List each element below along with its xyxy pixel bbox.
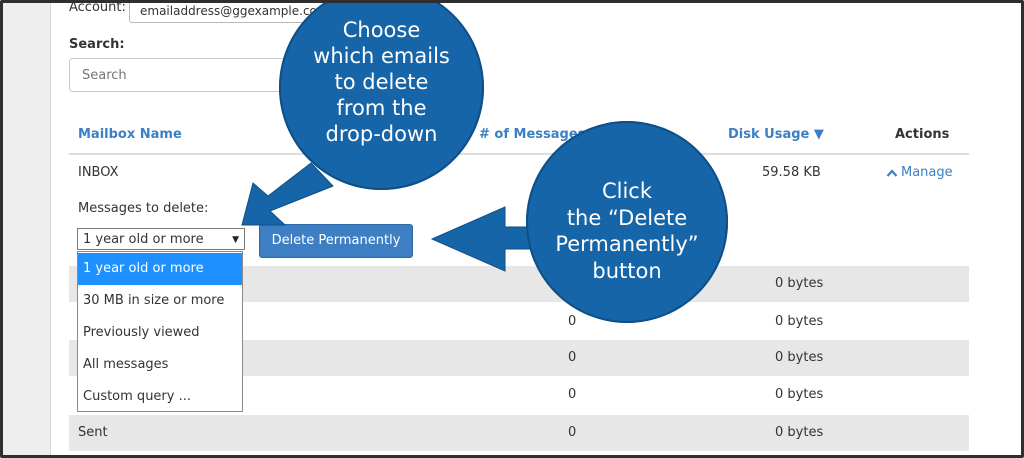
- column-header-messages[interactable]: # of Messages: [479, 127, 586, 142]
- messages-to-delete-label: Messages to delete:: [78, 201, 209, 216]
- search-label: Search:: [69, 37, 125, 52]
- disk-usage-value: 59.58 KB: [762, 165, 821, 180]
- disk-usage-value: 0 bytes: [775, 314, 824, 329]
- disk-usage-value: 0 bytes: [775, 276, 824, 291]
- select-value: 1 year old or more: [83, 232, 204, 247]
- disk-usage-value: 0 bytes: [775, 350, 824, 365]
- mailbox-name: Sent: [78, 425, 108, 440]
- callout-line: Permanently”: [555, 232, 699, 256]
- message-count: 0: [568, 350, 577, 365]
- callout-click-delete: Click the “Delete Permanently” button: [526, 121, 728, 323]
- dropdown-option[interactable]: 1 year old or more: [78, 253, 242, 285]
- table-row: 0 0 bytes: [69, 304, 969, 340]
- message-count: 0: [568, 387, 577, 402]
- messages-to-delete-dropdown: 1 year old or more 30 MB in size or more…: [77, 251, 243, 412]
- manage-label: Manage: [901, 165, 953, 180]
- manage-link[interactable]: Manage: [886, 155, 953, 191]
- message-count: 0: [568, 314, 577, 329]
- callout-line: button: [592, 259, 662, 283]
- dropdown-option[interactable]: All messages: [83, 357, 169, 372]
- search-input[interactable]: [69, 58, 294, 92]
- account-label: Account:: [69, 0, 126, 15]
- callout-choose-emails: Choose which emails to delete from the d…: [279, 3, 484, 190]
- callout-arrows: [241, 162, 532, 272]
- email-disk-usage-panel: Account: emailaddress@ggexample.com Sear…: [51, 3, 1021, 455]
- column-header-actions: Actions: [895, 127, 950, 142]
- callout-line: Click: [601, 179, 653, 203]
- chevron-up-icon: [886, 168, 898, 177]
- callout-line: the “Delete: [566, 206, 688, 230]
- account-select[interactable]: emailaddress@ggexample.com: [129, 3, 356, 23]
- triangle-down-icon: ▼: [232, 235, 239, 245]
- delete-permanently-button[interactable]: Delete Permanently: [259, 224, 413, 258]
- header-divider: [69, 153, 969, 155]
- arrow-to-dropdown: [241, 162, 334, 226]
- column-header-disk-usage[interactable]: Disk Usage ▼: [728, 127, 824, 142]
- callout-line: Choose: [342, 18, 421, 42]
- disk-usage-value: 0 bytes: [775, 387, 824, 402]
- column-header-mailbox-name[interactable]: Mailbox Name: [78, 127, 182, 142]
- messages-to-delete-select[interactable]: 1 year old or more ▼: [77, 228, 245, 250]
- disk-usage-value: 0 bytes: [775, 425, 824, 440]
- table-row: 0 0 bytes: [69, 377, 969, 413]
- dropdown-option[interactable]: 30 MB in size or more: [83, 293, 225, 308]
- callout-line: drop-down: [325, 122, 438, 146]
- dropdown-option[interactable]: Custom query ...: [83, 389, 191, 404]
- arrow-to-delete-button: [430, 206, 532, 272]
- callout-line: from the: [336, 96, 427, 120]
- callout-line: which emails: [313, 44, 450, 68]
- sidebar: [3, 3, 51, 455]
- table-row-inbox: INBOX 59.58 KB Manage: [69, 155, 969, 191]
- mailbox-name: INBOX: [78, 165, 119, 180]
- table-row: Sent 0 0 bytes: [69, 415, 969, 451]
- dropdown-option[interactable]: Previously viewed: [83, 325, 200, 340]
- callout-line: to delete: [334, 70, 429, 94]
- message-count: 0: [568, 425, 577, 440]
